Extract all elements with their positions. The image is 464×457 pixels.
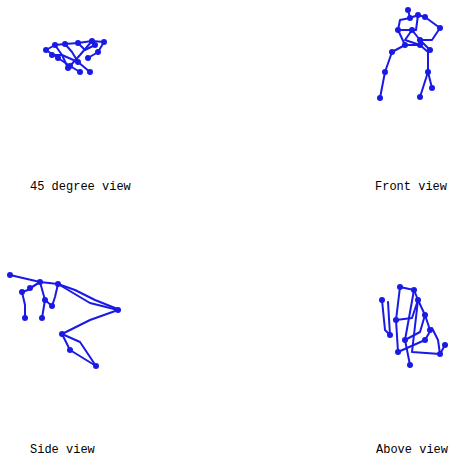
view-caption: Above view [376,443,448,457]
skeleton-front [380,10,440,98]
view-caption: Side view [30,443,95,457]
skeleton-side [10,275,120,366]
view-caption: Front view [375,180,447,194]
view-caption: 45 degree view [30,180,131,194]
skeleton-45-degree [46,41,104,72]
skeleton-above [382,287,445,365]
